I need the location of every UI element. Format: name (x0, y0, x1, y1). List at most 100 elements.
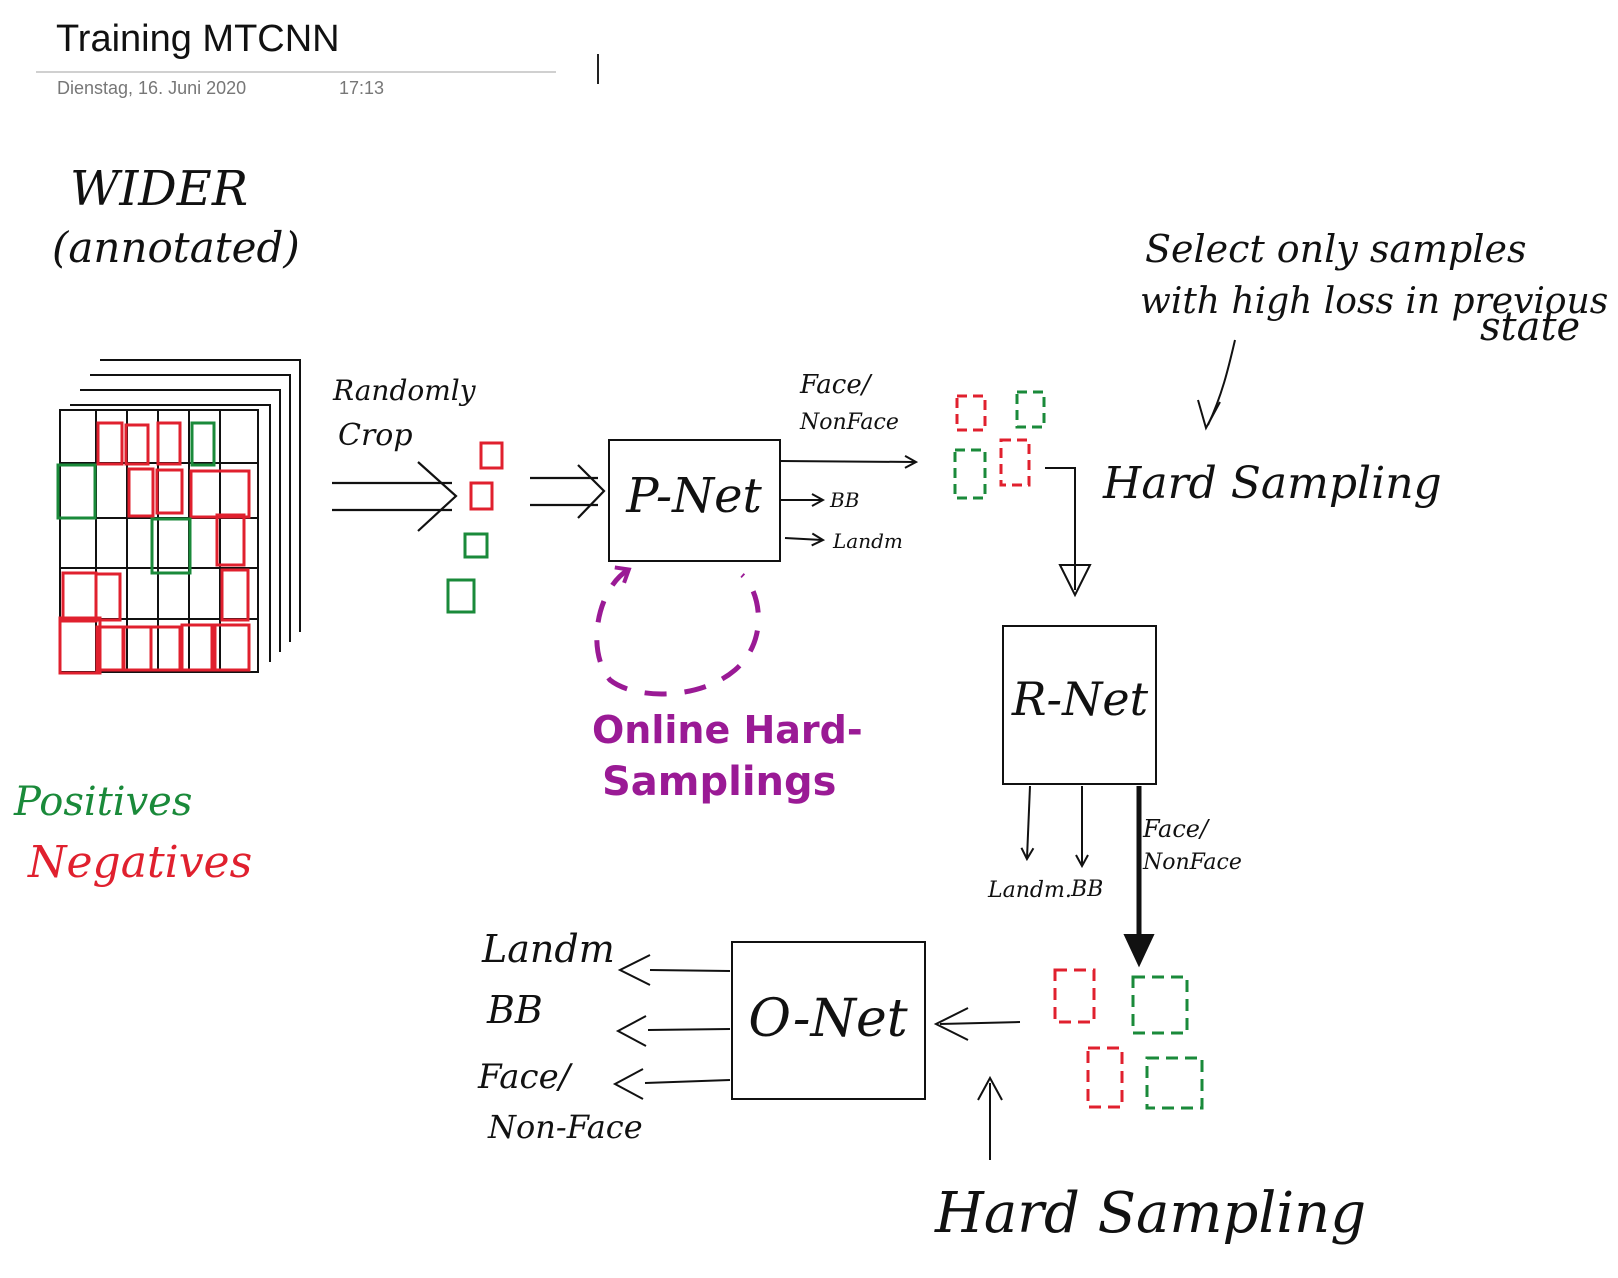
to-rnet-arrow (1045, 467, 1076, 590)
neg-box (122, 625, 153, 672)
pnet-input-arrow (530, 464, 606, 519)
neg-box (213, 623, 251, 672)
rnet-box (1002, 625, 1157, 785)
legend-negatives: Negatives (27, 837, 252, 888)
pos-box (56, 463, 97, 520)
stack-sheet-back (100, 359, 301, 632)
rnet-nonface-label: NonFace (1142, 850, 1242, 875)
rnet-face-arrowhead (1123, 934, 1155, 968)
to-onet-arrowhead (933, 1007, 969, 1041)
pnet-face-label: Face/ (799, 370, 873, 400)
note-line2: with high loss in previous (1140, 281, 1608, 322)
stack-sheet-3 (90, 374, 291, 642)
stack-sheet-1 (70, 404, 271, 662)
pnet-block[interactable]: P-Net (608, 439, 781, 562)
neg-box (58, 616, 102, 675)
onet-nonface-label: Non-Face (487, 1108, 643, 1146)
onet-face-arrowhead (612, 1068, 644, 1100)
pnet-sample-pos (953, 448, 987, 500)
pnet-bb-label: BB (829, 488, 859, 512)
stack-sheet-2 (80, 389, 281, 652)
hard-sampling-label-1: Hard Sampling (1102, 458, 1442, 509)
hard-sampling-label-2: Hard Sampling (934, 1181, 1366, 1246)
crop-pos-1 (463, 532, 489, 559)
pnet-nonface-label: NonFace (799, 410, 899, 435)
onet-face-arrow (644, 1079, 731, 1084)
rnet-outputs (1027, 785, 1082, 865)
randomly-label: Randomly (332, 374, 477, 407)
page-title[interactable]: Training MTCNN (56, 18, 340, 60)
onet-landm-arrow (649, 969, 731, 972)
dataset-label-line1: WIDER (70, 161, 248, 217)
rnet-bb-label: BB (1070, 877, 1103, 902)
legend: Positives Negatives (13, 779, 252, 888)
cropped-samples (446, 441, 504, 614)
onet-bb-arrowhead (615, 1015, 647, 1047)
crop-label: Crop (338, 418, 413, 453)
crop-pos-2 (446, 578, 476, 614)
neg-box (215, 513, 246, 567)
neg-box (94, 572, 122, 622)
neg-box (127, 467, 155, 518)
neg-box (96, 421, 124, 466)
rnet-label: R-Net (1011, 672, 1149, 726)
crop-neg-1 (479, 441, 504, 470)
pnet-sample-neg (999, 438, 1031, 487)
rnet-face-label: Face/ (1142, 815, 1211, 843)
onet-outputs (612, 954, 731, 1100)
rnet-landm-label: Landm. (987, 878, 1072, 903)
pos-box (190, 421, 216, 467)
rnet-hard-samples (1053, 968, 1204, 1110)
hard-sampling-2-arrowhead (977, 1075, 1003, 1101)
onet-face-label: Face/ (477, 1057, 574, 1097)
dataset-label: WIDER (annotated) (52, 161, 300, 272)
pnet-outputs (779, 461, 915, 540)
negative-boxes (58, 421, 251, 675)
rnet-block[interactable]: R-Net (1002, 625, 1157, 785)
title-underline (36, 71, 556, 73)
neg-box (155, 468, 184, 515)
to-onet-arrow (939, 1021, 1021, 1025)
neg-box (124, 423, 150, 466)
note-arrow (1207, 339, 1236, 426)
onet-box (731, 941, 926, 1100)
crop-neg-2 (469, 481, 494, 511)
to-rnet-arrowhead (1058, 564, 1092, 598)
dataset-label-line2: (annotated) (52, 223, 300, 272)
neg-box (156, 421, 182, 466)
onet-bb-arrow (647, 1028, 731, 1031)
neg-box (189, 469, 251, 519)
online-label-line2: Samplings (602, 759, 836, 805)
crop-arrow (332, 461, 458, 532)
positive-boxes (56, 421, 216, 575)
pnet-face-arrow (779, 461, 915, 462)
onet-label: O-Net (748, 989, 907, 1049)
onet-bb-label: BB (486, 988, 543, 1032)
pos-box (150, 517, 192, 575)
text-cursor (597, 54, 599, 84)
rnet-sample-pos (1131, 975, 1189, 1035)
pnet-hard-samples (953, 390, 1046, 500)
onet-block[interactable]: O-Net (731, 941, 926, 1100)
online-hard-sampling-loop (594, 570, 761, 697)
pnet-sample-pos (1015, 390, 1046, 429)
rnet-landm-arrow (1027, 785, 1030, 858)
onet-landm-arrowhead (617, 954, 651, 986)
rnet-sample-neg (1086, 1046, 1124, 1109)
legend-positives: Positives (13, 779, 192, 825)
rnet-sample-pos (1145, 1056, 1204, 1110)
pnet-label: P-Net (625, 468, 762, 524)
page-time: 17:13 (339, 78, 385, 98)
pnet-sample-neg (955, 394, 987, 432)
neg-box (220, 568, 250, 622)
note-arrowhead (1197, 399, 1221, 431)
note-line1: Select only samples (1145, 227, 1527, 271)
neg-box (61, 571, 98, 623)
online-label-line1: Online Hard- (592, 708, 863, 752)
neg-box (149, 625, 182, 672)
pnet-landm-label: Landm (832, 529, 903, 553)
image-stack (70, 359, 301, 662)
page-date: Dienstag, 16. Juni 2020 (57, 78, 247, 98)
